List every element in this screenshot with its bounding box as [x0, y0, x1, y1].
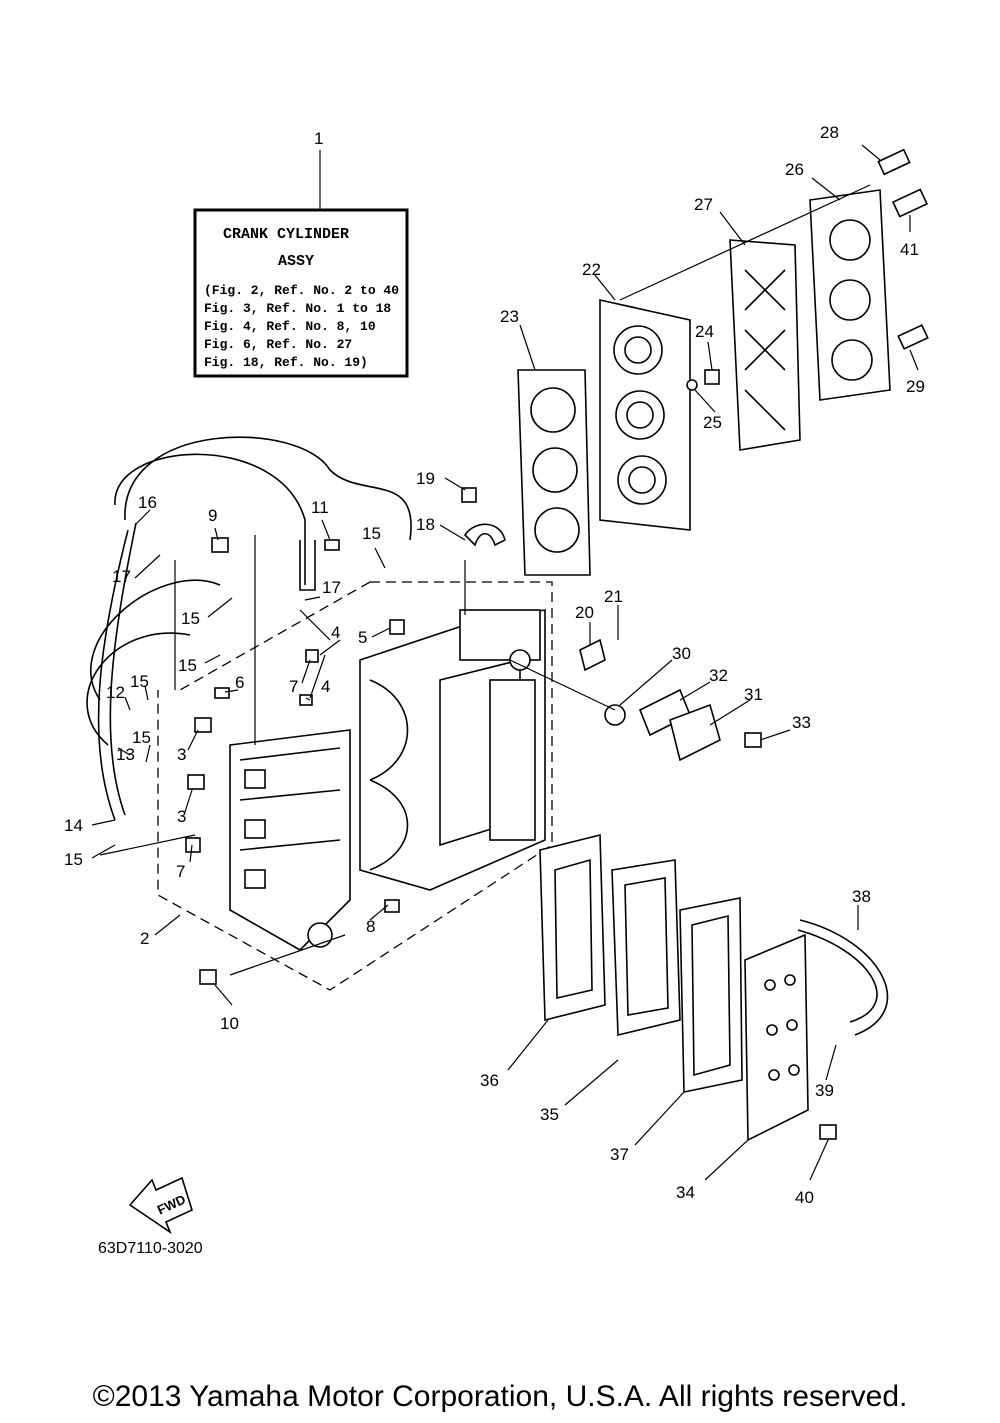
assy-subtitle: ASSY: [278, 253, 314, 270]
exhaust-plate-part-35: [611, 859, 681, 1037]
assy-info-box: CRANK CYLINDER ASSY (Fig. 2, Ref. No. 2 …: [193, 208, 409, 378]
head-cover-part-26: [809, 189, 891, 401]
small-parts: [185, 148, 929, 1140]
callout-10: 10: [220, 1014, 239, 1033]
callout-15c: 15: [178, 656, 197, 675]
callout-39: 39: [815, 1081, 834, 1100]
callout-14: 14: [64, 816, 83, 835]
callout-4b: 4: [321, 677, 330, 696]
callout-20: 20: [575, 603, 594, 622]
callout-5: 5: [358, 628, 367, 647]
callout-22: 22: [582, 260, 601, 279]
callout-32: 32: [709, 666, 728, 685]
callout-15d: 15: [130, 672, 149, 691]
assy-line-5: Fig. 18, Ref. No. 19): [204, 355, 368, 370]
head-gasket-part-23: [517, 369, 591, 576]
callout-24: 24: [695, 322, 714, 341]
callout-18: 18: [416, 515, 435, 534]
callout-28: 28: [820, 123, 839, 142]
assembly-outline: [157, 581, 553, 991]
callout-41: 41: [900, 240, 919, 259]
callout-17a: 17: [112, 567, 131, 586]
callout-13: 13: [116, 745, 135, 764]
callout-15b: 15: [181, 609, 200, 628]
assy-line-3: Fig. 4, Ref. No. 8, 10: [204, 319, 376, 334]
copyright-notice: ©2013 Yamaha Motor Corporation, U.S.A. A…: [92, 1380, 908, 1413]
drawing-code: 63D7110-3020: [98, 1240, 203, 1257]
callout-6: 6: [235, 673, 244, 692]
callout-38: 38: [852, 887, 871, 906]
callout-30: 30: [672, 644, 691, 663]
hose-part-38: [797, 919, 889, 1036]
callout-21: 21: [604, 587, 623, 606]
exhaust-cover-part-34: [744, 933, 809, 1142]
callout-9: 9: [208, 506, 217, 525]
callout-15a: 15: [362, 524, 381, 543]
assy-line-4: Fig. 6, Ref. No. 27: [204, 337, 352, 352]
callout-31: 31: [744, 685, 763, 704]
callout-33: 33: [792, 713, 811, 732]
callout-2: 2: [140, 929, 149, 948]
callout-labels: 1 2 3 3 4 4 5 6 7 7 8 9 10 11 12 13 14 1…: [64, 123, 925, 1207]
callout-7b: 7: [176, 862, 185, 881]
callout-7a: 7: [289, 677, 298, 696]
callout-11: 11: [311, 498, 329, 517]
hoses: [86, 436, 412, 821]
callout-35: 35: [540, 1105, 559, 1124]
exhaust-gasket-part-37: [679, 897, 743, 1093]
callout-23: 23: [500, 307, 519, 326]
left-cover-part-2: [229, 729, 351, 951]
callout-15e: 15: [132, 728, 151, 747]
crankcase-block: [359, 609, 546, 891]
callout-34: 34: [676, 1183, 695, 1202]
callout-1: 1: [314, 129, 323, 148]
callout-15f: 15: [64, 850, 83, 869]
exhaust-gasket-part-36: [539, 833, 606, 1022]
cylinder-head-part-22: [599, 299, 691, 531]
callout-40: 40: [795, 1188, 814, 1207]
assy-line-2: Fig. 3, Ref. No. 1 to 18: [204, 301, 391, 316]
callout-37: 37: [610, 1145, 629, 1164]
callout-36: 36: [480, 1071, 499, 1090]
callout-3a: 3: [177, 745, 186, 764]
head-cover-gasket-part-27: [729, 239, 801, 451]
fwd-arrow: FWD: [128, 1176, 193, 1235]
callout-16: 16: [138, 493, 157, 512]
callout-25: 25: [703, 413, 722, 432]
callout-26: 26: [785, 160, 804, 179]
callout-3b: 3: [177, 807, 186, 826]
assy-title: CRANK CYLINDER: [223, 226, 349, 243]
callout-8: 8: [366, 917, 375, 936]
callout-19: 19: [416, 469, 435, 488]
leader-lines: [91, 144, 919, 1181]
callout-12: 12: [106, 683, 125, 702]
callout-27: 27: [694, 195, 713, 214]
callout-4a: 4: [331, 623, 340, 642]
assy-line-1: (Fig. 2, Ref. No. 2 to 40: [204, 283, 399, 298]
callout-29: 29: [906, 377, 925, 396]
callout-17b: 17: [322, 578, 341, 597]
